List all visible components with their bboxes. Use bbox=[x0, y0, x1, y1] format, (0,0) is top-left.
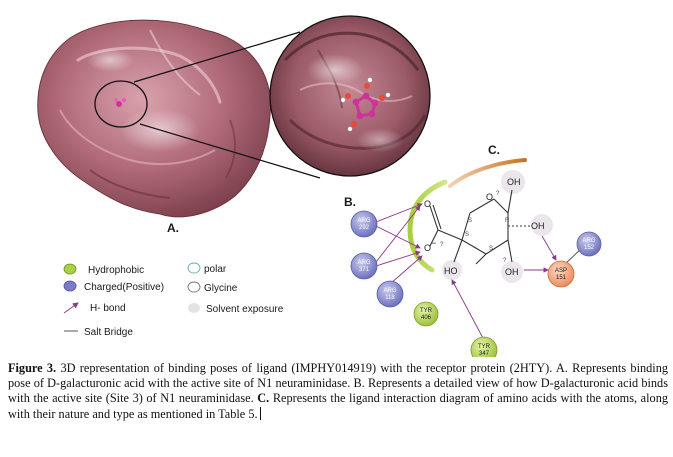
hbond-arrow bbox=[389, 255, 423, 285]
panel-c-label: C. bbox=[488, 143, 500, 157]
legend-label-salt-bridge: Salt Bridge bbox=[84, 327, 133, 338]
legend-label-hydrophobic: Hydrophobic bbox=[88, 265, 144, 276]
panel-a-protein-surface bbox=[37, 19, 272, 218]
caption-c-label: C. bbox=[257, 391, 270, 406]
legend-swatch-hydrophobic bbox=[63, 263, 77, 275]
svg-text:152: 152 bbox=[584, 245, 595, 251]
atom-ring-o: O bbox=[486, 192, 493, 202]
caption-text-part2: Represents the ligand interaction diagra… bbox=[8, 391, 668, 421]
legend-swatch-glycine bbox=[187, 281, 201, 293]
legend-label-solvent: Solvent exposure bbox=[206, 304, 284, 315]
svg-text:ARG: ARG bbox=[357, 218, 370, 224]
hbond-arrow bbox=[375, 250, 421, 267]
stereo-label: S bbox=[465, 232, 469, 238]
svg-text:347: 347 bbox=[479, 351, 490, 357]
residue-tyr-406: TYR 406 bbox=[413, 301, 439, 327]
hbond-arrow bbox=[541, 235, 557, 261]
residue-arg-292: ARG 292 bbox=[350, 210, 378, 238]
svg-text:118: 118 bbox=[385, 295, 395, 301]
legend-label-hbond: H- bond bbox=[90, 303, 126, 314]
text-cursor bbox=[259, 406, 261, 420]
svg-text:371: 371 bbox=[359, 267, 370, 273]
svg-text:ARG: ARG bbox=[357, 260, 370, 266]
atom-carbonyl-o: O bbox=[424, 199, 431, 209]
svg-text:ARG: ARG bbox=[383, 288, 396, 294]
atom-oh-top: OH bbox=[507, 177, 521, 187]
svg-text:TYR: TYR bbox=[420, 308, 433, 314]
svg-text:151: 151 bbox=[556, 275, 567, 281]
atom-minus-sign: − bbox=[431, 238, 436, 248]
legend-swatch-charged bbox=[63, 280, 77, 292]
legend-swatch-hbond bbox=[63, 302, 79, 314]
figure-caption: Figure 3. 3D representation of binding p… bbox=[8, 361, 668, 422]
svg-text:TYR: TYR bbox=[478, 344, 491, 350]
panel-b-zoom-view bbox=[269, 15, 431, 177]
stereo-label: S bbox=[489, 246, 493, 252]
solvent-arc bbox=[448, 158, 527, 188]
zoom-connector-top bbox=[133, 31, 301, 83]
atom-oh-right: OH bbox=[531, 221, 545, 231]
legend-swatch-polar bbox=[187, 262, 201, 274]
galacturonic-ring bbox=[429, 189, 513, 265]
ligand-ball-and-stick bbox=[340, 77, 391, 132]
legend-label-polar: polar bbox=[204, 264, 227, 275]
legend-swatch-solvent bbox=[188, 303, 200, 313]
stereo-label: S bbox=[468, 218, 472, 224]
atom-o-minus: O bbox=[424, 243, 431, 253]
atom-oh-bottom: OH bbox=[505, 267, 519, 277]
stereo-label: ? bbox=[440, 242, 444, 248]
residue-arg-152: ARG 152 bbox=[576, 231, 602, 257]
svg-text:292: 292 bbox=[359, 225, 370, 231]
legend-label-glycine: Glycine bbox=[204, 283, 238, 294]
residue-tyr-347: TYR 347 bbox=[470, 336, 498, 357]
panel-a-label: A. bbox=[167, 221, 179, 235]
hbond-arrow bbox=[375, 203, 423, 223]
caption-text-part1: 3D representation of binding poses of li… bbox=[8, 361, 669, 406]
zoom-connector-bottom bbox=[139, 123, 321, 179]
stereo-label: ? bbox=[496, 191, 500, 197]
atom-ho-left: HO bbox=[444, 266, 458, 276]
residue-asp-151: ASP 151 bbox=[547, 260, 575, 288]
stereo-label: ? bbox=[503, 258, 507, 264]
figure-3-graphic: A. bbox=[37, 15, 602, 357]
hbond-arrow bbox=[375, 205, 421, 263]
residue-arg-118: ARG 118 bbox=[376, 280, 404, 308]
residue-arg-371: ARG 371 bbox=[350, 252, 378, 280]
svg-text:406: 406 bbox=[421, 315, 432, 321]
caption-figure-label: Figure 3. bbox=[8, 361, 57, 375]
panel-b-label: B. bbox=[344, 195, 356, 209]
legend: Hydrophobic polar Charged(Positive) Glyc… bbox=[63, 262, 284, 338]
hbond-arrow bbox=[375, 225, 421, 249]
svg-text:ARG: ARG bbox=[582, 238, 595, 244]
svg-text:ASP: ASP bbox=[555, 268, 567, 274]
stereo-label: R bbox=[505, 218, 510, 224]
panel-c-interaction-diagram: OH O OH OH HO O O − ? S R S S ? ? ARG 29… bbox=[350, 158, 602, 357]
legend-label-charged: Charged(Positive) bbox=[84, 282, 164, 293]
hbond-arrow bbox=[451, 279, 485, 341]
